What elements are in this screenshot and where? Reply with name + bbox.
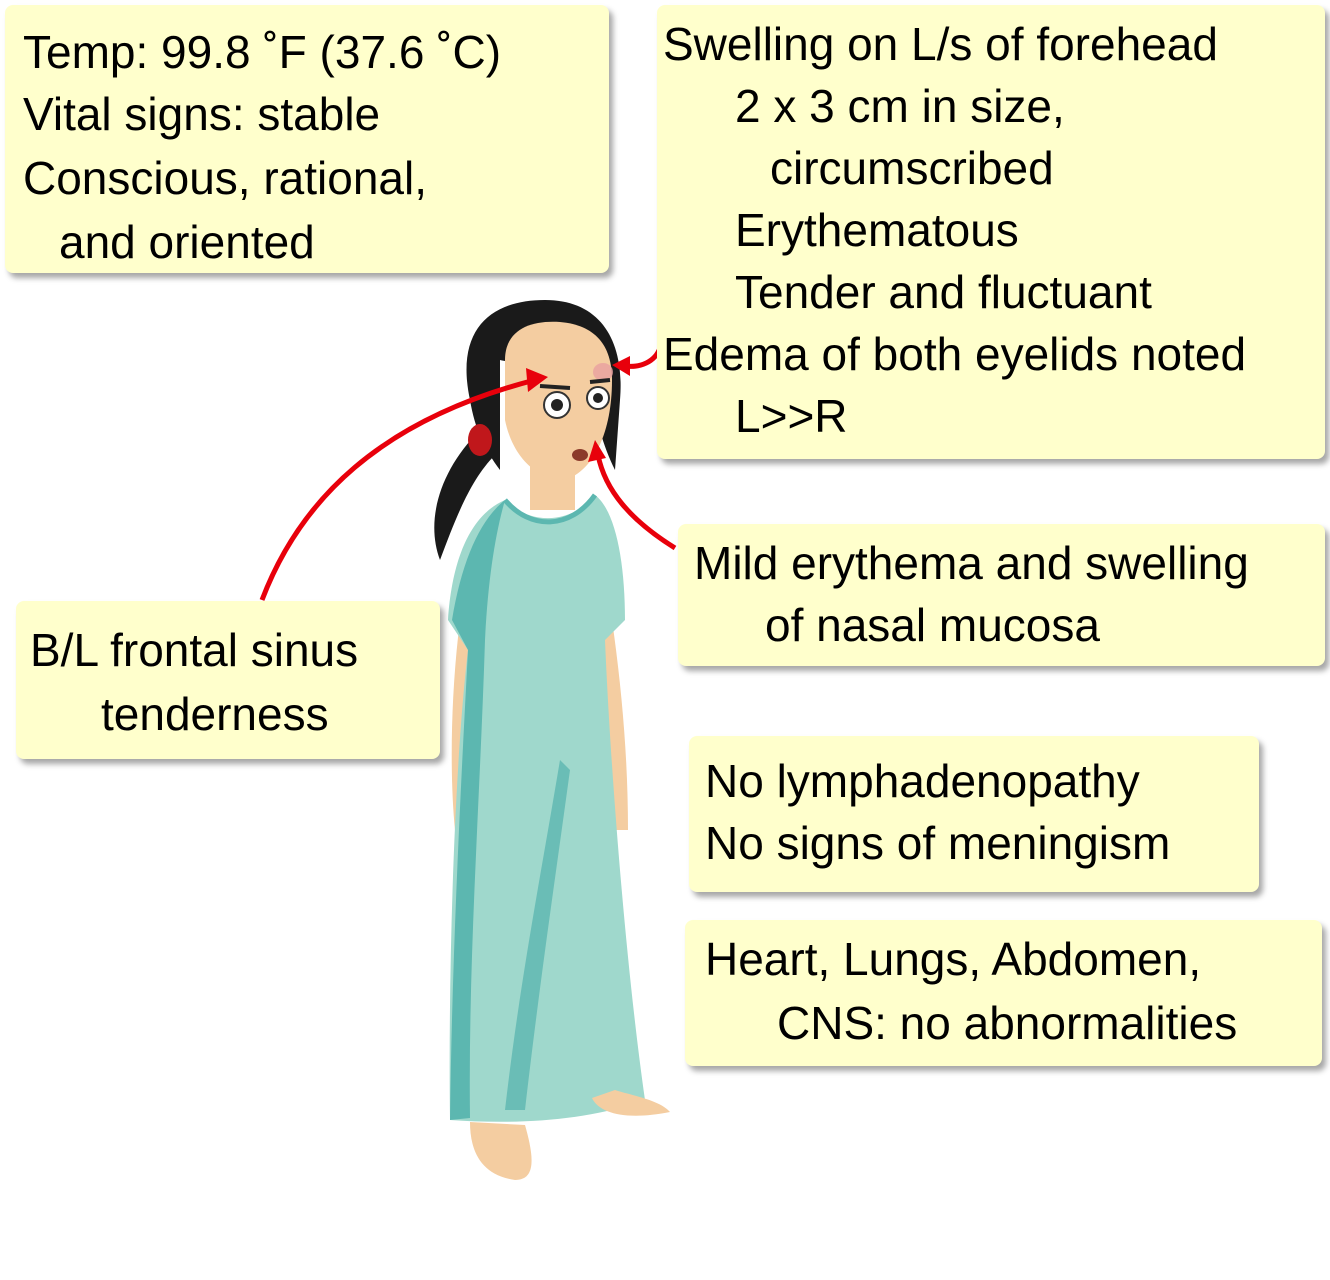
- forehead-erythema-text: Erythematous: [735, 204, 1019, 256]
- gown-shadow: [450, 500, 505, 1120]
- forehead-size-text: 2 x 3 cm in size,: [735, 80, 1065, 132]
- forehead-swelling-text: Swelling on L/s of forehead: [663, 18, 1218, 70]
- nasal-line-2: of nasal mucosa: [765, 599, 1100, 651]
- arrowhead-forehead: [612, 356, 630, 376]
- systems-line-1: Heart, Lungs, Abdomen,: [705, 933, 1202, 985]
- vitals-callout: Temp: 99.8 ˚F (37.6 ˚C) Vital signs: sta…: [5, 5, 609, 273]
- arrowhead-nasal: [588, 440, 606, 462]
- ponytail: [434, 430, 495, 560]
- hair-tie: [468, 424, 492, 456]
- gown-collar: [503, 493, 598, 525]
- systems-line-2: CNS: no abnormalities: [777, 997, 1238, 1049]
- arrow-forehead: [624, 346, 663, 369]
- consciousness-text: Conscious, rational,: [23, 152, 427, 204]
- forehead-callout: Swelling on L/s of forehead 2 x 3 cm in …: [657, 5, 1325, 459]
- vital-signs-text: Vital signs: stable: [23, 88, 381, 140]
- eyelid-side-text: L>>R: [735, 390, 848, 442]
- forehead-shape-text: circumscribed: [770, 142, 1054, 194]
- sinus-line-1: B/L frontal sinus: [30, 624, 359, 676]
- lymph-line-1: No lymphadenopathy: [705, 755, 1140, 807]
- forehead-tender-text: Tender and fluctuant: [735, 266, 1152, 318]
- nasal-callout: Mild erythema and swelling of nasal muco…: [678, 524, 1325, 666]
- gown: [448, 495, 645, 1122]
- lymph-line-2: No signs of meningism: [705, 817, 1171, 869]
- left-pupil: [551, 399, 563, 411]
- eyebrows: [539, 378, 611, 390]
- forehead-swelling: [593, 363, 613, 381]
- arrow-nasal: [595, 454, 677, 551]
- orientation-text: and oriented: [59, 216, 315, 268]
- arrowhead-sinus: [526, 368, 548, 392]
- right-foot: [592, 1090, 670, 1116]
- sinus-callout: B/L frontal sinus tenderness: [16, 601, 440, 759]
- eyelid-edema-text: Edema of both eyelids noted: [663, 328, 1247, 380]
- systems-callout: Heart, Lungs, Abdomen, CNS: no abnormali…: [685, 920, 1322, 1066]
- mouth: [572, 449, 588, 461]
- right-arm: [600, 620, 628, 830]
- left-foot: [470, 1122, 532, 1180]
- arrow-sinus: [259, 377, 536, 601]
- gown-fold: [505, 760, 570, 1110]
- right-pupil: [593, 393, 603, 403]
- temp-text: Temp: 99.8 ˚F (37.6 ˚C): [23, 26, 502, 78]
- nasal-line-1: Mild erythema and swelling: [694, 537, 1249, 589]
- sinus-line-2: tenderness: [101, 688, 329, 740]
- lymph-callout: No lymphadenopathy No signs of meningism: [689, 736, 1259, 892]
